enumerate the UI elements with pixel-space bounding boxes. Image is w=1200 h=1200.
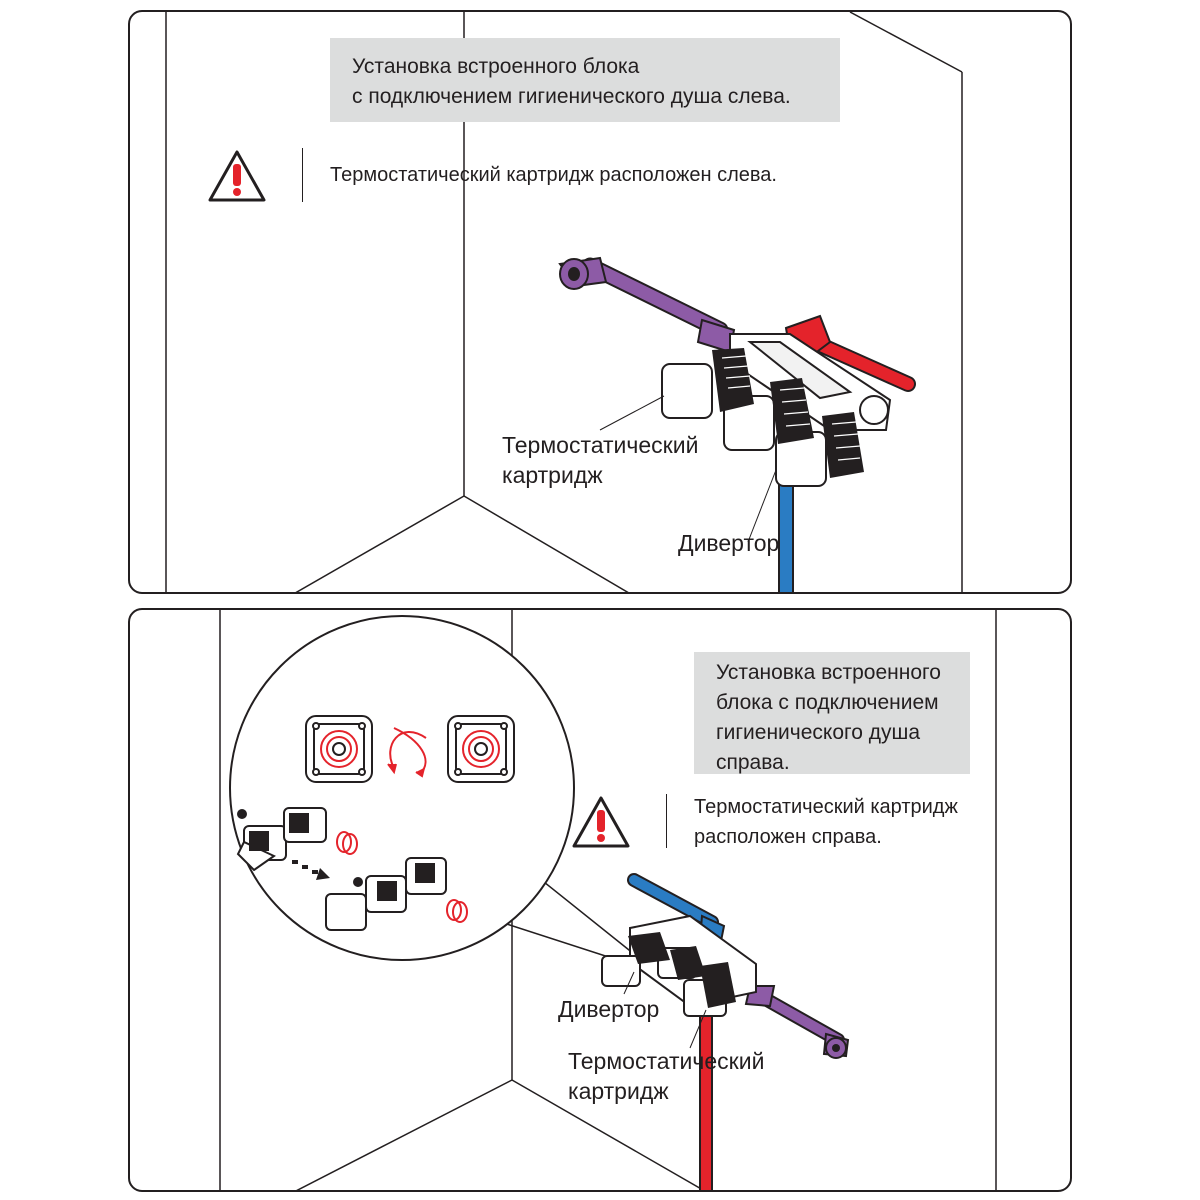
bottom-title-line1: Установка встроенного — [716, 661, 941, 684]
bottom-title-line3: гигиенического душа — [716, 721, 921, 744]
bottom-label-cartridge-line2: картридж — [568, 1078, 669, 1104]
cartridge-face-right — [447, 715, 515, 783]
top-label-diverter: Дивертор — [678, 530, 780, 556]
top-label-cartridge-line1: Термостатический — [502, 432, 699, 458]
top-label-cartridge-line2: картридж — [502, 462, 603, 488]
bottom-warning-text: Термостатический картридж расположен спр… — [694, 792, 958, 852]
warning-icon — [572, 796, 630, 848]
cartridge-face-left — [305, 715, 373, 783]
top-gasket-ridges — [721, 355, 861, 461]
top-panel: Установка встроенного блока с подключени… — [128, 10, 1072, 594]
warning-icon — [208, 150, 266, 202]
bottom-panel: Установка встроенного блока с подключени… — [128, 608, 1072, 1192]
top-room-drawing — [165, 12, 963, 592]
top-title-line1: Установка встроенного блока — [352, 55, 640, 78]
bottom-label-diverter: Дивертор — [558, 996, 660, 1022]
bottom-label-cartridge: Термостатический картридж — [568, 1046, 764, 1106]
magnifier-part-after — [446, 899, 468, 923]
bottom-warning-line1: Термостатический картридж — [694, 796, 958, 818]
top-label-cartridge: Термостатический картридж — [502, 430, 698, 490]
top-title-box: Установка встроенного блока с подключени… — [330, 38, 840, 122]
top-warning-text: Термостатический картридж расположен сле… — [330, 164, 777, 186]
bottom-warning-line2: расположен справа. — [694, 826, 882, 848]
rotate-arrows-icon — [387, 727, 427, 778]
top-warning-divider — [302, 148, 303, 202]
top-cartridge-gaskets — [712, 348, 864, 478]
bottom-title-box: Установка встроенного блока с подключени… — [694, 652, 970, 774]
bottom-cartridge-gaskets — [628, 932, 736, 1008]
bottom-room-drawing — [219, 610, 997, 1190]
top-valve-body — [661, 333, 892, 487]
magnifier-part-before — [336, 831, 358, 855]
top-pipes — [558, 256, 916, 592]
top-title-line2: с подключением гигиенического душа слева… — [352, 85, 791, 108]
magnifier-valve-before — [236, 807, 327, 872]
move-arrows-icon — [292, 860, 330, 880]
bottom-warning-divider — [666, 794, 667, 848]
bottom-title-line4: справа. — [716, 751, 790, 774]
magnifier-callout — [229, 615, 635, 963]
magnifier-valve-after — [325, 857, 447, 931]
bottom-label-cartridge-line1: Термостатический — [568, 1048, 765, 1074]
bottom-title-line2: блока с подключением — [716, 691, 939, 714]
